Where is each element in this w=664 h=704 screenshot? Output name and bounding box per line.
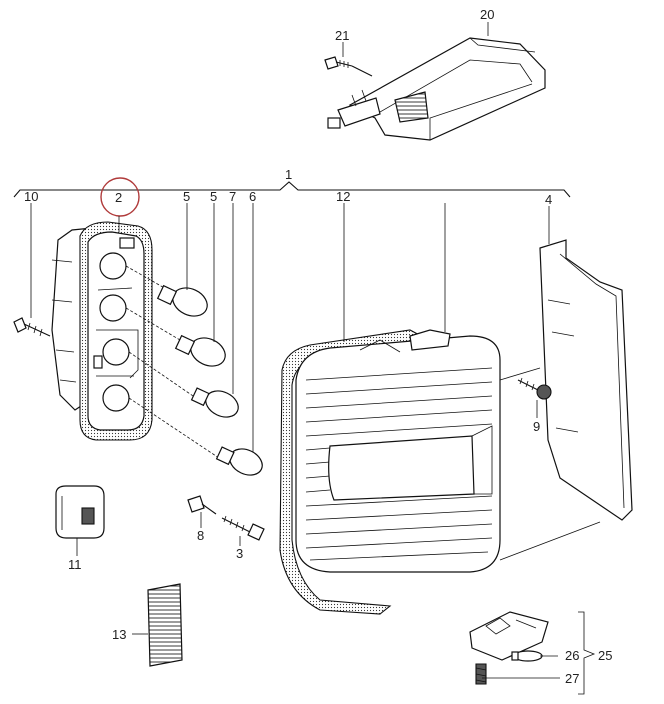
bolt-8 — [187, 495, 217, 515]
label-7: 7 — [229, 189, 236, 204]
label-25: 25 — [598, 648, 612, 663]
label-3: 3 — [236, 546, 243, 561]
label-12: 12 — [336, 189, 350, 204]
label-21: 21 — [335, 28, 349, 43]
label-6: 6 — [249, 189, 256, 204]
socket-cover-11 — [55, 485, 105, 539]
bolt-9 — [517, 377, 552, 400]
screw-27 — [475, 663, 487, 685]
label-4: 4 — [545, 192, 552, 207]
screw-10 — [13, 317, 51, 337]
bulb-6 — [215, 446, 263, 476]
label-10: 10 — [24, 189, 38, 204]
license-light-25 — [469, 611, 549, 661]
label-5a: 5 — [183, 189, 190, 204]
screw-3 — [221, 515, 265, 541]
label-5b: 5 — [210, 189, 217, 204]
reflector-13 — [147, 583, 183, 667]
label-27: 27 — [565, 671, 579, 686]
label-1: 1 — [285, 167, 292, 182]
screw-21 — [324, 56, 373, 77]
third-brake-light — [327, 37, 546, 141]
label-20: 20 — [480, 7, 494, 22]
tail-light-lens — [279, 329, 501, 615]
bulb-5b — [174, 334, 226, 367]
highlight-circle — [100, 177, 140, 217]
label-13: 13 — [112, 627, 126, 642]
label-26: 26 — [565, 648, 579, 663]
label-9: 9 — [533, 419, 540, 434]
label-2: 2 — [115, 190, 122, 205]
bulb-7 — [190, 387, 239, 418]
bulb-5a — [156, 284, 208, 317]
label-8: 8 — [197, 528, 204, 543]
label-11: 11 — [68, 557, 82, 572]
tail-light-housing — [499, 239, 633, 561]
bulb-26 — [511, 650, 543, 662]
leader-lines — [30, 203, 560, 679]
assembly-bracket — [13, 181, 571, 198]
bulb-holder-board — [51, 221, 153, 441]
